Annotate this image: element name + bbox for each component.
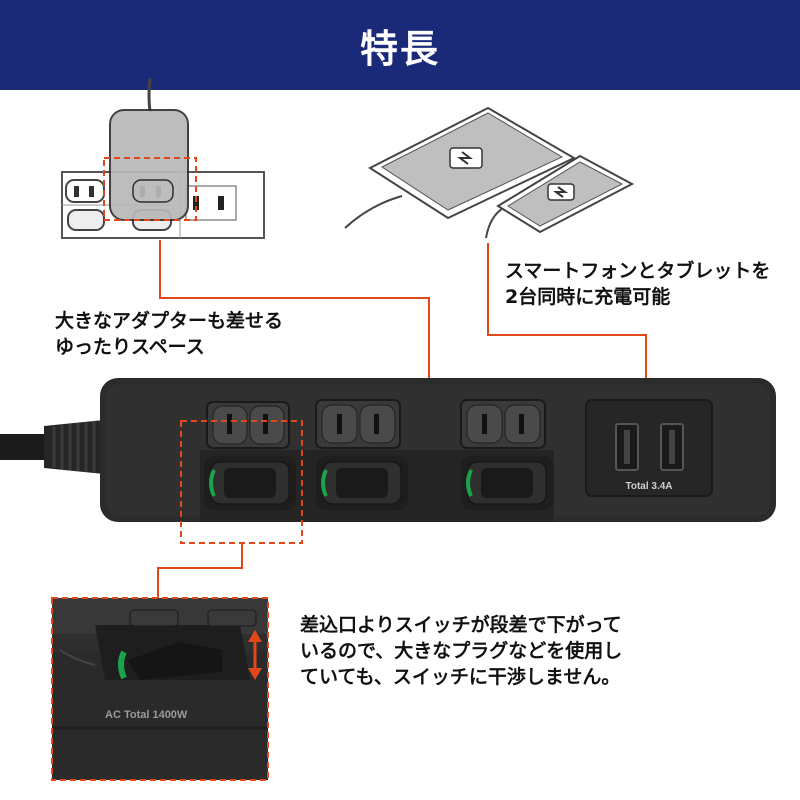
devices-line-drawing	[344, 106, 635, 239]
switch-1	[204, 456, 296, 510]
usb-total-label: Total 3.4A	[625, 481, 672, 492]
ac-outlet-2	[315, 399, 401, 449]
ac-total-label: AC Total 1400W	[105, 709, 188, 721]
usb-panel: Total 3.4A	[585, 399, 713, 497]
ac-outlet-1	[206, 401, 290, 449]
page-title: 特長	[359, 26, 440, 71]
ac-outlet-3	[460, 399, 546, 449]
usb-charging-caption: スマートフォンとタブレットを 2台同時に充電可能	[505, 260, 771, 308]
switch-detail-inset: AC Total 1400W	[51, 597, 269, 781]
switch-step-caption: 差込口よりスイッチが段差で下がって いるので、大きなプラグなどを使用し ていても…	[300, 614, 623, 688]
adapter-space-caption: 大きなアダプターも差せる ゆったりスペース	[55, 310, 284, 358]
power-strip: Total 3.4A	[0, 378, 776, 544]
switch-3	[461, 456, 553, 510]
switch-highlight-box	[180, 420, 303, 544]
header-bar: 特長	[0, 0, 800, 90]
adapter-line-drawing	[61, 77, 265, 239]
switch-2	[316, 456, 408, 510]
